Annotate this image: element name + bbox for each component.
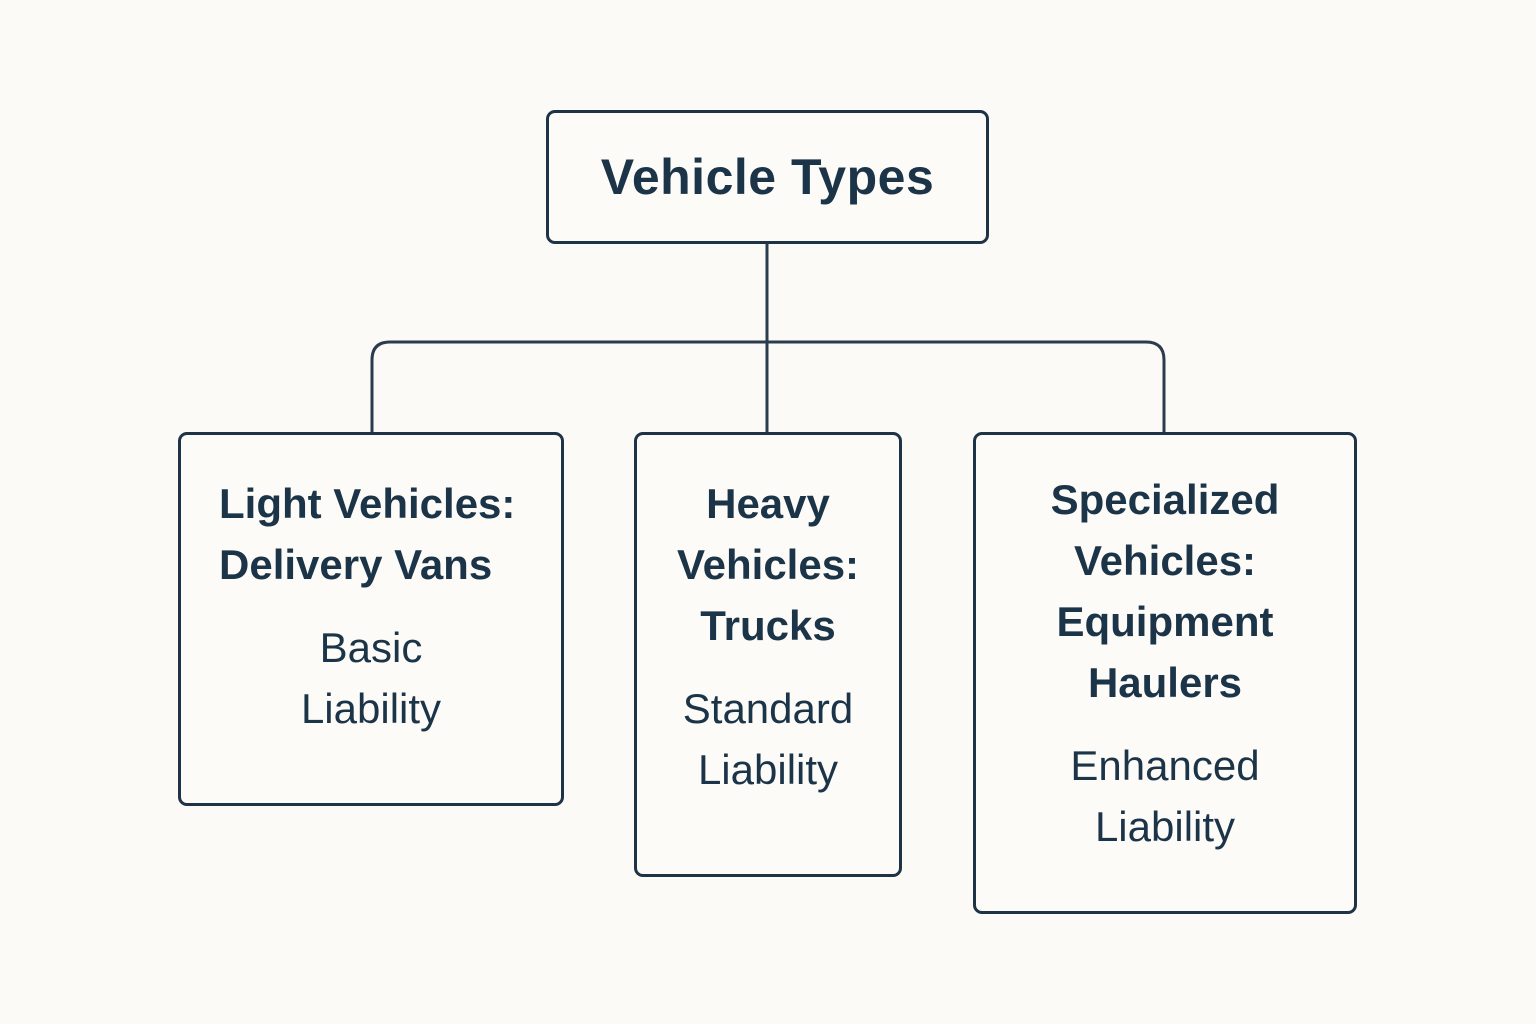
node-coverage: Basic Liability <box>301 617 441 739</box>
coverage-line: Standard <box>682 685 854 732</box>
node-category: Light Vehicles: Delivery Vans <box>181 473 515 595</box>
category-line: Equipment <box>1056 598 1274 645</box>
category-line: Light Vehicles: <box>219 480 516 527</box>
connector-horizontal-bar <box>370 340 1166 432</box>
coverage-line: Enhanced <box>1070 742 1260 789</box>
node-specialized-vehicles: Specialized Vehicles: Equipment Haulers … <box>973 432 1357 914</box>
coverage-line: Liability <box>1094 803 1236 850</box>
root-node: Vehicle Types <box>546 110 989 244</box>
category-line: Vehicles: <box>676 541 860 588</box>
node-coverage: Standard Liability <box>683 678 853 800</box>
coverage-line: Liability <box>697 746 839 793</box>
category-line: Delivery Vans <box>219 541 493 588</box>
node-category: Heavy Vehicles: Trucks <box>677 473 859 656</box>
coverage-line: Basic <box>319 624 423 671</box>
category-line: Trucks <box>700 602 836 649</box>
node-category: Specialized Vehicles: Equipment Haulers <box>1051 469 1280 713</box>
coverage-line: Liability <box>300 685 442 732</box>
node-light-vehicles: Light Vehicles: Delivery Vans Basic Liab… <box>178 432 564 806</box>
node-coverage: Enhanced Liability <box>1070 735 1259 857</box>
category-line: Haulers <box>1087 659 1243 706</box>
node-heavy-vehicles: Heavy Vehicles: Trucks Standard Liabilit… <box>634 432 902 877</box>
category-line: Vehicles: <box>1073 537 1257 584</box>
root-node-label: Vehicle Types <box>600 149 935 205</box>
category-line: Heavy <box>706 480 830 527</box>
category-line: Specialized <box>1050 476 1280 523</box>
